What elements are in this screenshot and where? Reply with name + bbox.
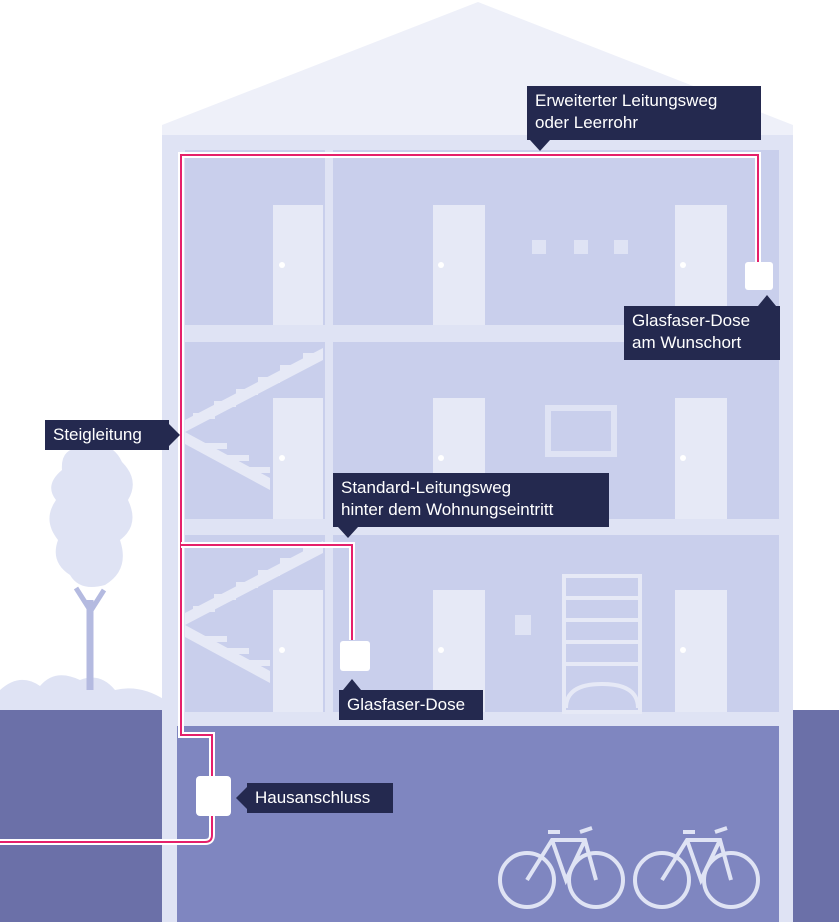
pointer-hausanschluss [236, 787, 247, 809]
glasfaser-dose-wunschort-box [745, 262, 773, 290]
label-standard-line1: Standard-Leitungsweg [341, 478, 512, 497]
door-knobs [279, 262, 686, 653]
label-hausanschluss: Hausanschluss [247, 783, 393, 813]
stairs-upper [185, 348, 323, 490]
label-standard: Standard-Leitungsweg hinter dem Wohnungs… [333, 473, 609, 527]
label-erweitert-line1: Erweiterter Leitungsweg [535, 91, 718, 110]
pointer-erweitert [530, 140, 550, 151]
label-steigleitung: Steigleitung [45, 420, 169, 450]
label-standard-line2: hinter dem Wohnungseintritt [341, 500, 554, 519]
hausanschluss-box [196, 776, 231, 816]
stairs-lower [185, 541, 323, 683]
bicycles [498, 826, 760, 909]
ground-right [793, 710, 839, 922]
fiber-cable [0, 152, 761, 845]
tree [49, 445, 133, 690]
label-dose-text: Glasfaser-Dose [347, 695, 466, 714]
label-erweitert: Erweiterter Leitungsweg oder Leerrohr [527, 86, 761, 140]
wall-frames [515, 240, 628, 635]
glasfaser-dose-box [340, 641, 370, 671]
pointer-standard [338, 527, 358, 538]
pointer-dose [343, 679, 361, 690]
label-wunschort-line2: am Wunschort [632, 333, 742, 352]
label-steigleitung-text: Steigleitung [53, 425, 142, 444]
picture-inner [551, 411, 611, 451]
pointer-wunschort [758, 295, 776, 306]
label-wunschort-line1: Glasfaser-Dose [632, 311, 751, 330]
basement [177, 726, 779, 922]
bush [0, 675, 165, 710]
pointer-steigleitung [169, 424, 180, 446]
shelf [562, 574, 642, 714]
label-dose: Glasfaser-Dose [339, 690, 483, 720]
ground-left [0, 710, 165, 922]
label-hausanschluss-text: Hausanschluss [255, 788, 371, 807]
label-erweitert-line2: oder Leerrohr [535, 113, 639, 132]
label-wunschort: Glasfaser-Dose am Wunschort [624, 306, 780, 360]
